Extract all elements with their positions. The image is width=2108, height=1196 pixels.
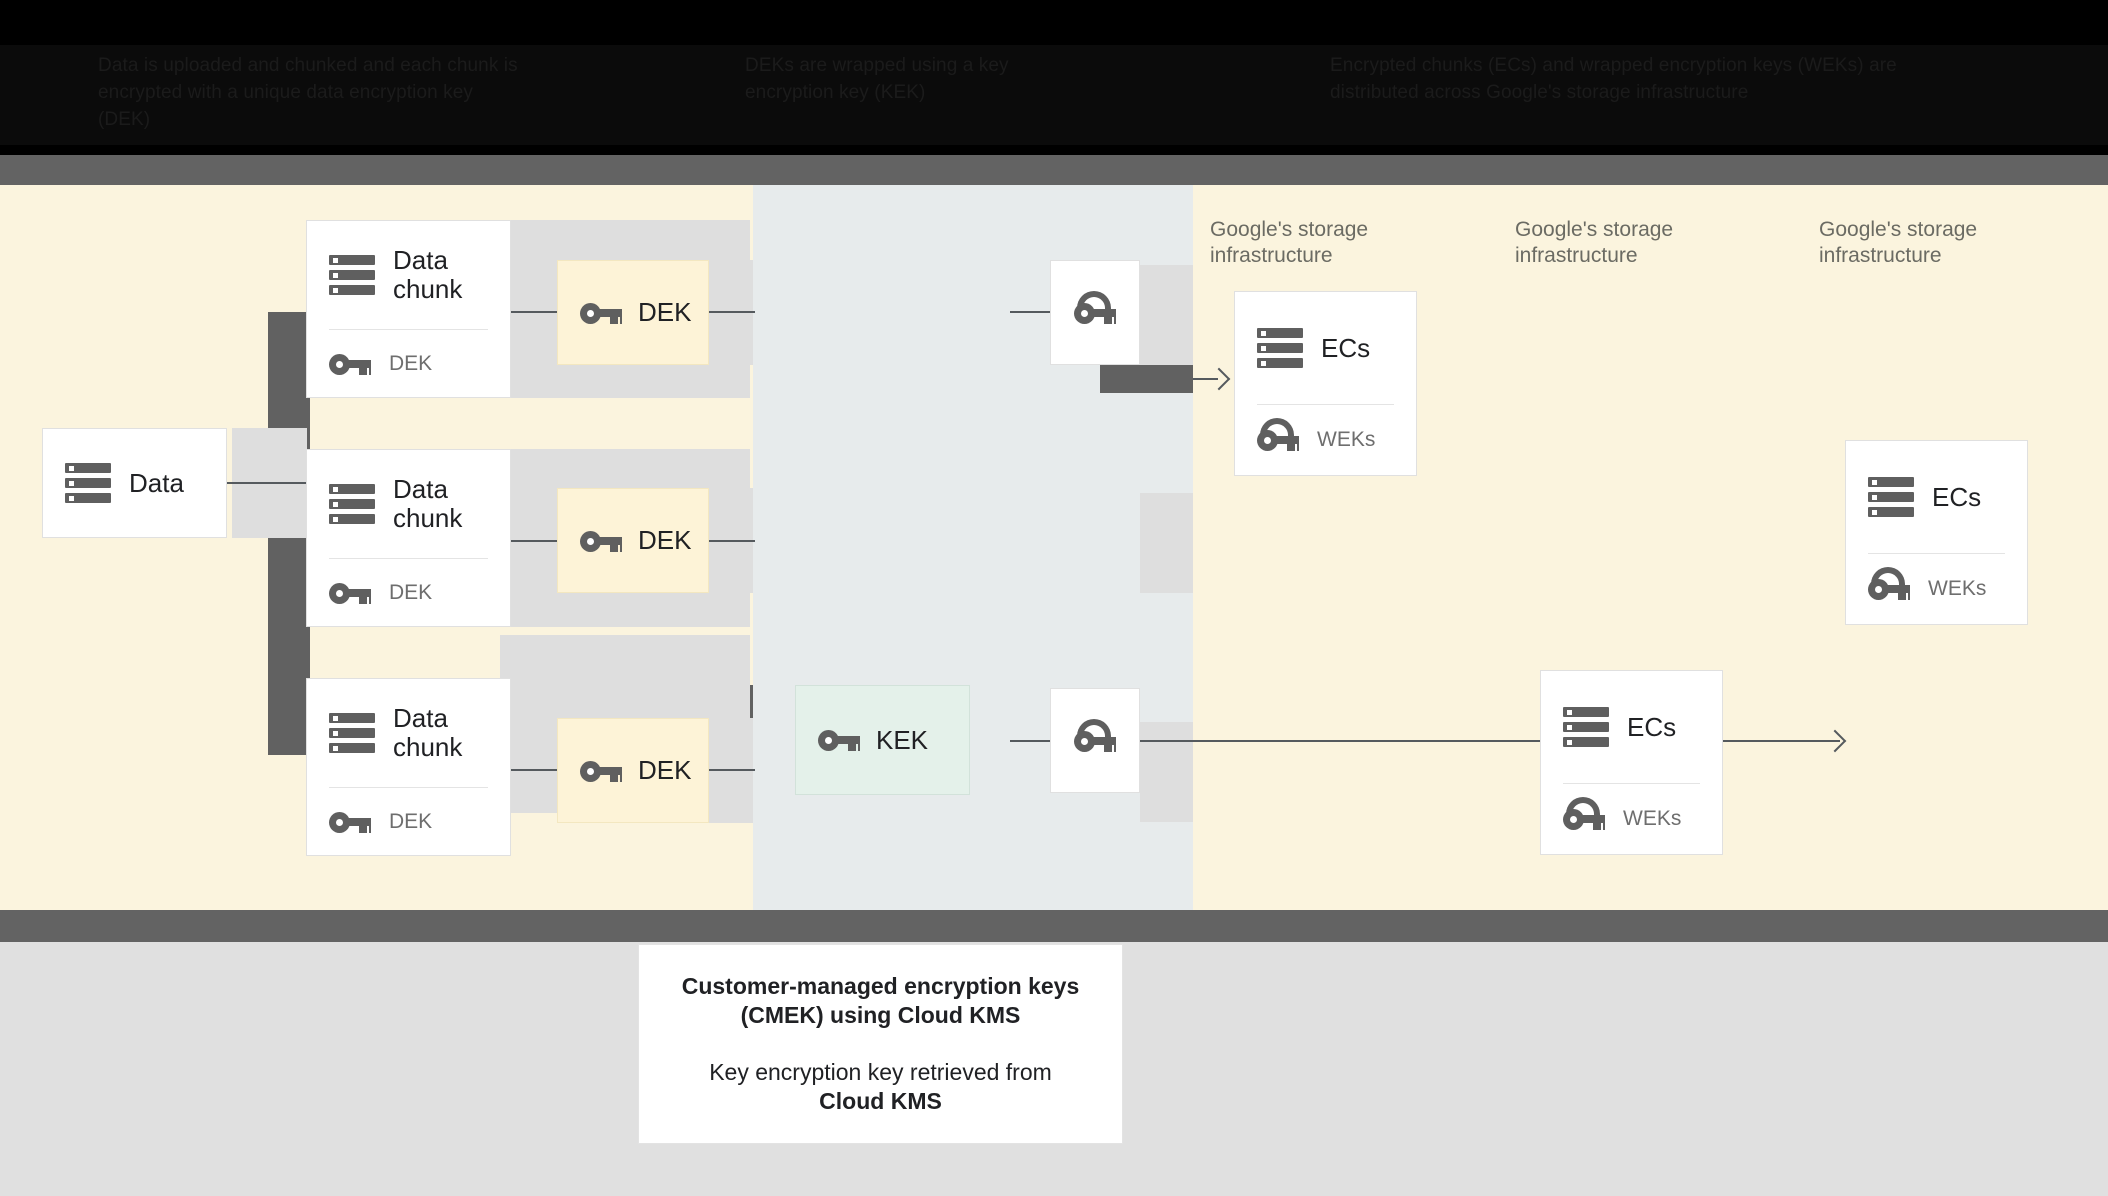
dek-box-2[interactable]: DEK <box>557 488 709 593</box>
data-source-card[interactable]: Data <box>42 428 227 538</box>
arrowhead-row2 <box>1823 729 1847 753</box>
storage-icon <box>1257 328 1303 368</box>
chunk-key-label: DEK <box>389 352 433 375</box>
storage-icon <box>1868 477 1914 517</box>
caption-line-1: Customer-managed encryption keys (CMEK) … <box>681 973 1080 1028</box>
connector-dek3-out <box>709 769 755 771</box>
ecs-key-label: WEKs <box>1317 428 1376 451</box>
header-step-2-text: DEKs are wrapped using a key encryption … <box>745 55 1009 103</box>
key-icon <box>580 528 622 554</box>
wrapped-key-icon <box>1257 418 1299 453</box>
dek-label: DEK <box>638 525 692 555</box>
dek-label: DEK <box>638 297 692 327</box>
wrapped-key-icon <box>1074 290 1116 326</box>
ecs-card-1[interactable]: ECs WEKs <box>1234 291 1417 476</box>
plate-wek-1 <box>1140 265 1193 365</box>
ecs-title: ECs <box>1321 332 1371 363</box>
key-icon <box>329 351 371 377</box>
storage-icon <box>329 713 375 753</box>
card-divider <box>1563 783 1700 784</box>
infra-label-3: Google's storage infrastructure <box>1819 218 1978 267</box>
dek-box-3[interactable]: DEK <box>557 718 709 823</box>
header-step-1-text: Data is uploaded and chunked and each ch… <box>98 55 518 130</box>
chunk-title: Data chunk <box>393 245 463 304</box>
header-step-3-text: Encrypted chunks (ECs) and wrapped encry… <box>1330 55 1897 103</box>
card-divider <box>329 558 488 559</box>
arrowhead-row1 <box>1207 367 1231 391</box>
data-chunk-card-3[interactable]: Data chunk DEK <box>306 678 511 856</box>
dek-label: DEK <box>638 755 692 785</box>
data-chunk-card-2[interactable]: Data chunk DEK <box>306 449 511 627</box>
connector-chunk3-to-dek3 <box>511 769 557 771</box>
connector-row2-to-ecs <box>1140 740 1840 742</box>
caption-line-2-strong: Cloud KMS <box>819 1088 942 1114</box>
storage-icon <box>329 255 375 295</box>
connector-dek2-out <box>709 540 755 542</box>
connector-chunk2-to-dek2 <box>511 540 557 542</box>
mask-block-row1 <box>1100 365 1193 393</box>
bottom-divider-strip <box>0 910 2108 942</box>
storage-icon <box>65 463 111 503</box>
caption-line-2: Key encryption key retrieved from Cloud … <box>681 1058 1081 1116</box>
key-icon <box>329 809 371 835</box>
connector-kek-to-wek2 <box>1010 740 1050 742</box>
connector-dek1-out <box>709 311 755 313</box>
ecs-key-label: WEKs <box>1623 807 1682 830</box>
data-chunk-card-1[interactable]: Data chunk DEK <box>306 220 511 398</box>
wrapped-key-icon <box>1868 567 1910 602</box>
card-divider <box>1868 553 2005 554</box>
card-divider <box>329 329 488 330</box>
ecs-key-label: WEKs <box>1928 577 1987 600</box>
chunk-key-label: DEK <box>389 810 433 833</box>
infra-label-2: Google's storage infrastructure <box>1515 218 1674 267</box>
header-divider-strip <box>0 155 2108 185</box>
connector-chunk1-to-dek1 <box>511 311 557 313</box>
kek-box[interactable]: KEK <box>795 685 970 795</box>
diagram-canvas: Data Data chunk DEK Data chunk <box>0 185 2108 1023</box>
ecs-title: ECs <box>1932 481 1982 512</box>
wrapped-key-icon <box>1563 797 1605 832</box>
plate-wek-3 <box>1140 722 1193 822</box>
wek-square-2[interactable] <box>1050 688 1140 793</box>
ecs-card-2[interactable]: ECs WEKs <box>1845 440 2028 625</box>
storage-icon <box>329 484 375 524</box>
header-text-area <box>0 45 2108 145</box>
connector-data-to-chunks <box>227 482 307 484</box>
key-icon <box>329 580 371 606</box>
wek-square-1[interactable] <box>1050 260 1140 365</box>
key-icon <box>580 300 622 326</box>
ecs-card-3[interactable]: ECs WEKs <box>1540 670 1723 855</box>
card-divider <box>329 787 488 788</box>
header-band: Data is uploaded and chunked and each ch… <box>0 0 2108 155</box>
dek-box-1[interactable]: DEK <box>557 260 709 365</box>
card-divider <box>1257 404 1394 405</box>
key-icon <box>580 758 622 784</box>
connector-row1-to-ecs <box>1193 378 1218 380</box>
chunk-key-label: DEK <box>389 581 433 604</box>
key-icon <box>818 727 860 753</box>
caption-line-2-prefix: Key encryption key retrieved from <box>709 1059 1052 1085</box>
infra-label-1: Google's storage infrastructure <box>1210 218 1369 267</box>
chunk-title: Data chunk <box>393 474 463 533</box>
data-source-title: Data <box>129 467 184 498</box>
connector-to-wek1 <box>1010 311 1050 313</box>
wrapped-key-icon <box>1074 718 1116 754</box>
ecs-title: ECs <box>1627 711 1677 742</box>
chunk-title: Data chunk <box>393 703 463 762</box>
kek-label: KEK <box>876 724 929 755</box>
plate-wek-2 <box>1140 493 1193 593</box>
caption-card: Customer-managed encryption keys (CMEK) … <box>638 944 1123 1144</box>
storage-icon <box>1563 707 1609 747</box>
